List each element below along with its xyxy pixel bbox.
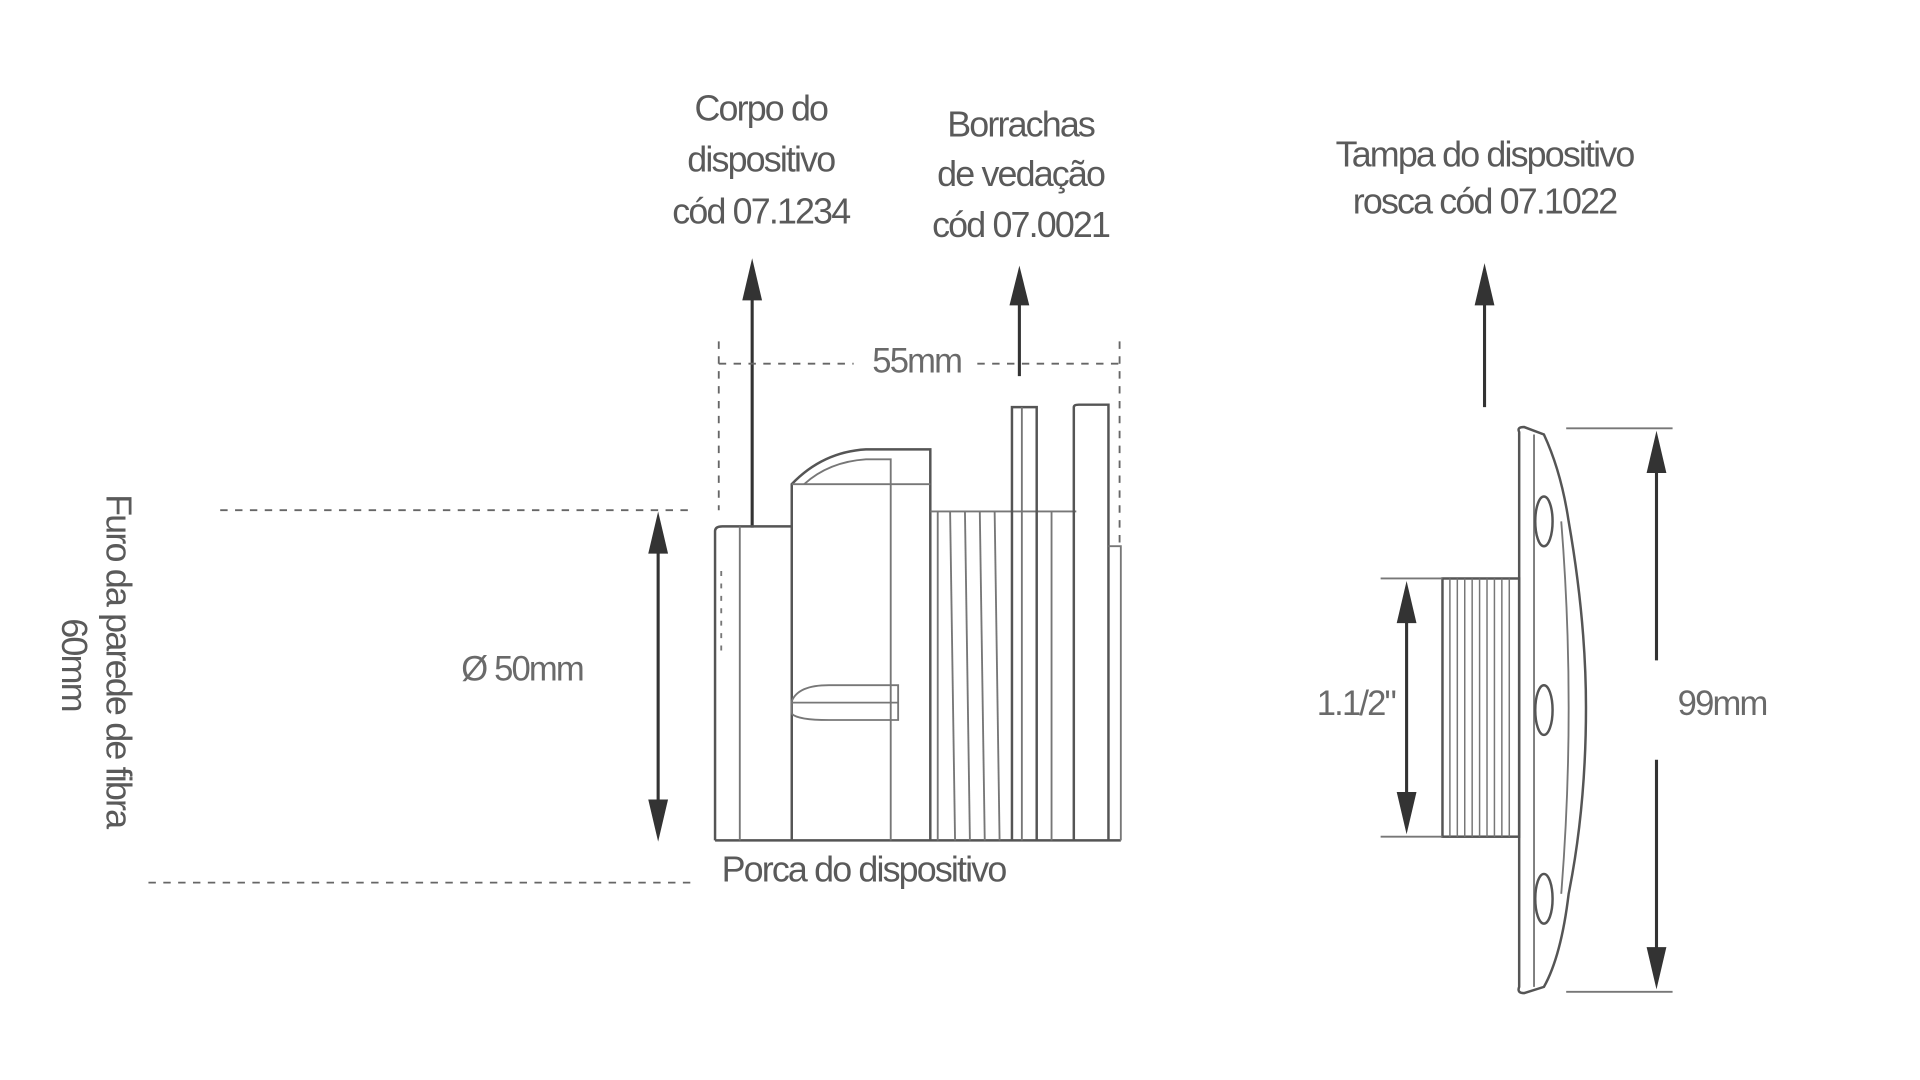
body-arrow (742, 258, 763, 528)
nut-label: Porca do dispositivo (722, 848, 1007, 889)
svg-text:de vedação: de vedação (937, 153, 1105, 194)
svg-text:cód 07.0021: cód 07.0021 (932, 204, 1110, 245)
svg-text:Tampa do dispositivo: Tampa do dispositivo (1336, 133, 1635, 174)
diameter-dimension-arrow (648, 511, 669, 842)
body-label: Corpo do dispositivo cód 07.1234 (672, 87, 852, 231)
cap-arrow (1474, 263, 1495, 408)
svg-text:60mm: 60mm (54, 618, 95, 711)
thread-lines (930, 510, 1077, 841)
diameter-dimension: Ø 50mm (461, 650, 583, 688)
cap-diameter-dimension-arrow (1646, 430, 1667, 990)
cap-label: Tampa do dispositivo rosca cód 07.1022 (1336, 133, 1636, 221)
svg-text:Borrachas: Borrachas (947, 103, 1095, 144)
svg-text:Furo da parede de fibra: Furo da parede de fibra (98, 494, 139, 829)
svg-text:cód 07.1234: cód 07.1234 (672, 190, 850, 231)
svg-text:rosca cód 07.1022: rosca cód 07.1022 (1353, 180, 1617, 221)
thread-dimension: 1.1/2" (1317, 685, 1396, 723)
length-dimension: 55mm (872, 342, 961, 380)
device-side-view (713, 403, 1122, 842)
seals-label: Borrachas de vedação cód 07.0021 (932, 103, 1112, 245)
cap-thread-lines (1449, 578, 1511, 837)
seals-arrow (1009, 265, 1030, 377)
thread-dimension-arrow (1396, 580, 1417, 835)
cap-side-view (1441, 425, 1588, 995)
svg-text:Corpo do: Corpo do (694, 87, 828, 128)
svg-text:dispositivo: dispositivo (687, 138, 835, 179)
cap-diameter-dimension: 99mm (1678, 685, 1767, 723)
wall-hole-label: Furo da parede de fibra 60mm (54, 494, 139, 829)
